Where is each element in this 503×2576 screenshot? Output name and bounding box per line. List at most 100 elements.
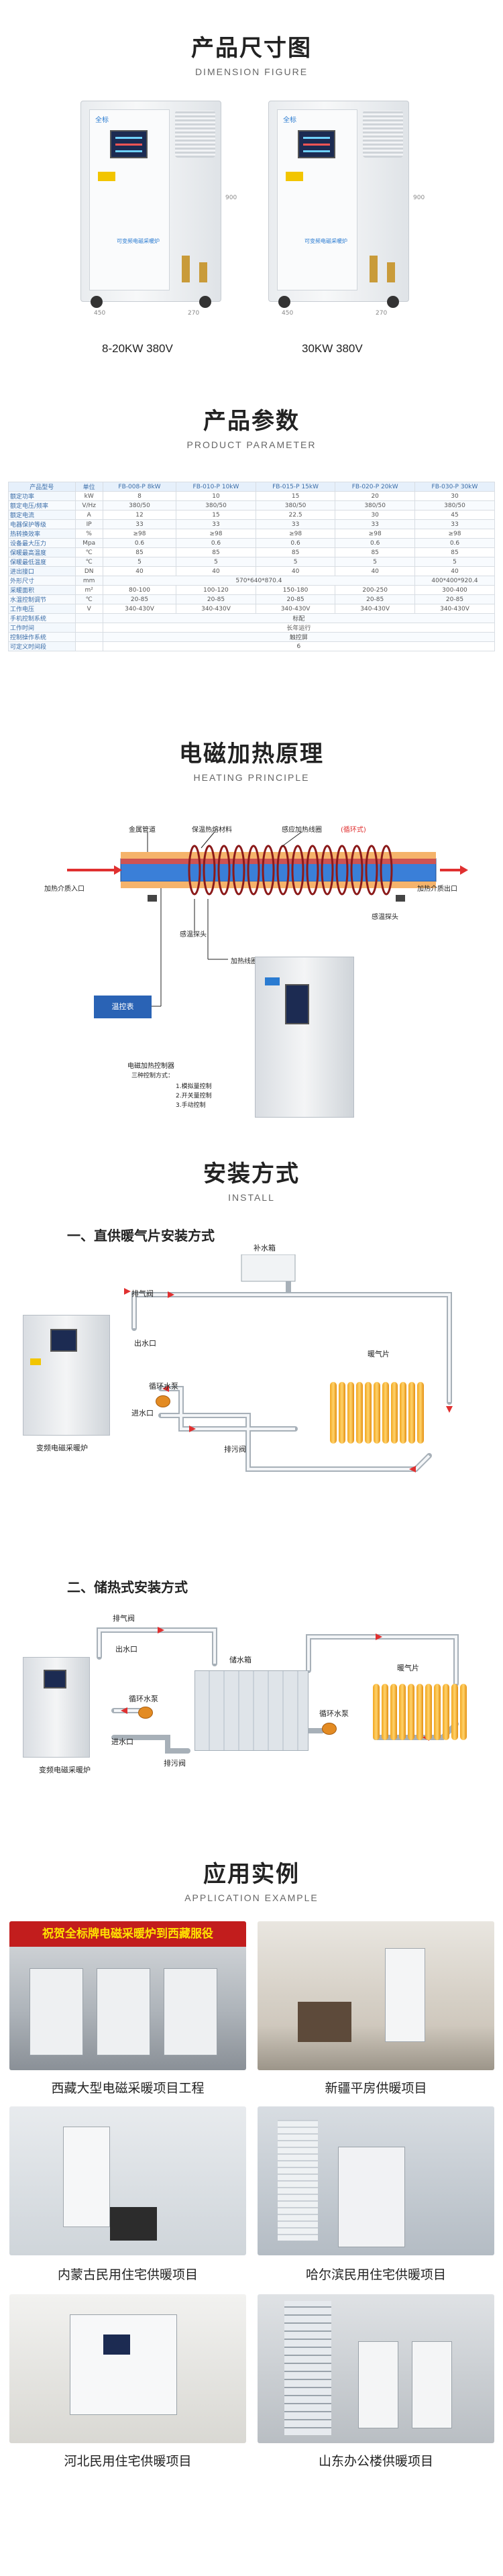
boiler-illustration-2: 全标 可变频电磁采暖炉 (268, 101, 409, 308)
case-photo-5 (9, 2294, 246, 2443)
storage-tank-icon (194, 1670, 309, 1751)
label-drain-storage: 排污阀 (164, 1759, 186, 1768)
params-cell: 0.6 (335, 538, 415, 548)
radiator-icon (373, 1684, 467, 1740)
cases-title: 应用实例 (203, 1861, 300, 1888)
label-outlet-direct: 出水口 (134, 1339, 156, 1348)
case-photo-3 (9, 2106, 246, 2255)
inlet-pipe (387, 262, 395, 282)
case-caption-3: 内蒙古民用住宅供暖项目 (57, 2267, 198, 2282)
label-mode-2: 2.开关量控制 (176, 1093, 212, 1099)
outlet-pipe (182, 256, 190, 282)
params-cell: 380/50 (176, 500, 256, 511)
params-cell: V (74, 604, 103, 614)
params-cell (74, 613, 103, 623)
params-cell (74, 641, 103, 651)
front-panel: 全标 可变频电磁采暖炉 (277, 109, 357, 290)
label-coil: 感应加热线圈 (282, 826, 322, 834)
params-cell: 工作时间 (8, 623, 76, 633)
label-mode-3: 3.手动控制 (176, 1102, 206, 1109)
params-cell: A (74, 510, 103, 520)
params-cell: 85 (255, 547, 336, 557)
params-cell: 40 (255, 566, 336, 576)
params-cell: 150-180 (255, 585, 336, 595)
label-insulation: 保温热熔材料 (192, 826, 232, 834)
params-cell: 40 (414, 566, 496, 576)
params-cell: ℃ (74, 557, 103, 567)
params-cell: 6 (102, 641, 496, 651)
dim-height-2: 900 (413, 195, 425, 201)
col-header: FB-020-P 20kW (335, 482, 415, 492)
model-label-1: 8-20KW 380V (102, 342, 173, 355)
params-cell: 长年运行 (102, 623, 496, 633)
dim-depth-2: 270 (376, 310, 388, 317)
params-cell: ℃ (74, 594, 103, 604)
params-cell: 15 (176, 510, 256, 520)
front-label: 可变频电磁采暖炉 (117, 238, 160, 244)
label-monitor: 温控表 (111, 1002, 134, 1011)
params-cell: Mpa (74, 538, 103, 548)
params-cell: ≥98 (255, 529, 336, 539)
pump-icon (138, 1707, 153, 1719)
params-cell: 380/50 (102, 500, 177, 511)
label-pump-direct: 循环水泵 (149, 1382, 178, 1391)
params-cell: 额定电流 (8, 510, 76, 520)
params-cell: 80-100 (102, 585, 177, 595)
radiator-icon (330, 1382, 424, 1444)
params-cell: 300-400 (414, 585, 496, 595)
params-cell: 45 (414, 510, 496, 520)
install-direct-heading: 一、直供暖气片安装方式 (67, 1228, 215, 1244)
warning-sticker-icon (286, 172, 303, 181)
params-cell (74, 623, 103, 633)
dim-height-1: 900 (225, 195, 237, 201)
control-screen (110, 130, 148, 158)
pump-icon (156, 1395, 170, 1407)
label-mode-1: 1.模拟量控制 (176, 1083, 212, 1090)
install-storage-heading: 二、储热式安装方式 (67, 1579, 188, 1595)
params-cell: 380/50 (255, 500, 336, 511)
params-cell: 保暖最高温度 (8, 547, 76, 557)
params-cell: 85 (176, 547, 256, 557)
case-caption-1: 西藏大型电磁采暖项目工程 (51, 2081, 205, 2096)
params-cell: 20-85 (255, 594, 336, 604)
params-cell: 40 (102, 566, 177, 576)
vent-grille (175, 111, 215, 158)
params-cell (74, 632, 103, 642)
params-cell: 33 (414, 519, 496, 529)
control-screen (298, 130, 335, 158)
params-row: 热转换效率%≥98≥98≥98≥98≥98 (8, 529, 496, 539)
controller-cabinet (255, 957, 354, 1118)
params-cell: kW (74, 491, 103, 501)
params-cell: 水温控制调节 (8, 594, 76, 604)
params-cell: 15 (255, 491, 336, 501)
params-cell: V/Hz (74, 500, 103, 511)
case-photo-4 (258, 2106, 494, 2255)
label-probe-right: 感温探头 (372, 914, 398, 921)
case-banner: 祝贺全标牌电磁采暖炉到西藏服役 (9, 1921, 246, 1947)
params-cell: 控制操作系统 (8, 632, 76, 642)
params-cell: 33 (176, 519, 256, 529)
params-cell: 0.6 (414, 538, 496, 548)
label-makeup-tank: 补水箱 (254, 1244, 276, 1252)
params-cell: 5 (176, 557, 256, 567)
params-cell: 0.6 (102, 538, 177, 548)
params-cell: 30 (335, 510, 415, 520)
params-cell: 340-430V (414, 604, 496, 614)
params-cell: ≥98 (102, 529, 177, 539)
params-cell: 0.6 (255, 538, 336, 548)
boiler-illustration-1: 全标 可变频电磁采暖炉 (80, 101, 221, 308)
params-cell: 5 (335, 557, 415, 567)
temperature-controller-box: 温控表 (94, 996, 152, 1018)
params-cell: 设备最大压力 (8, 538, 76, 548)
label-inlet-direct: 进水口 (131, 1409, 154, 1417)
params-cell: ≥98 (414, 529, 496, 539)
col-header: FB-008-P 8kW (102, 482, 177, 492)
